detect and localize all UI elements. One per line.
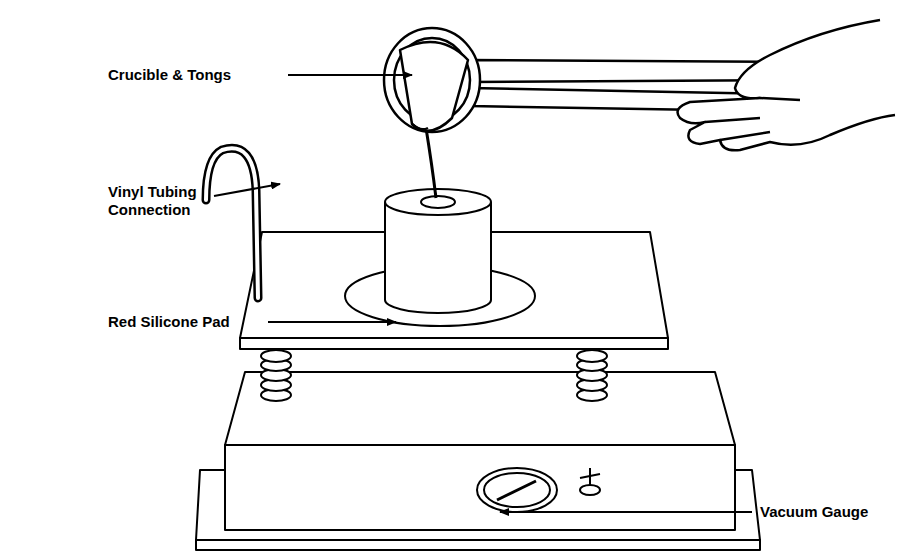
crucible — [400, 42, 468, 131]
vacuum-plate-edge — [240, 338, 668, 349]
flask-top — [385, 189, 491, 215]
crucible-spout — [412, 124, 428, 129]
box-top — [225, 372, 735, 445]
spring-leg — [577, 350, 607, 401]
gauge-needle — [497, 481, 536, 500]
flask-body — [385, 202, 491, 313]
leader-arrow — [268, 321, 396, 323]
flask-opening — [421, 196, 455, 208]
leader-arrow — [288, 74, 412, 76]
part-label: Vinyl Tubing Connection — [108, 183, 220, 219]
metal-stream — [426, 128, 436, 198]
leader-arrow — [500, 511, 752, 513]
valve-lever — [580, 474, 600, 478]
part-label: Red Silicone Pad — [108, 313, 270, 331]
vinyl-tubing — [206, 148, 258, 298]
part-label: Crucible & Tongs — [108, 66, 288, 84]
tong-ring — [384, 28, 480, 132]
vinyl-tubing-outline — [206, 148, 258, 298]
hand — [678, 20, 895, 150]
part-label: Vacuum Gauge — [760, 503, 900, 521]
spring-leg — [261, 350, 291, 401]
gauge-dial — [484, 473, 550, 507]
finger-lines — [705, 98, 800, 140]
base-plate-edge — [196, 540, 760, 550]
vacuum-gauge — [477, 468, 557, 512]
box-front — [225, 445, 735, 530]
leader-arrow — [214, 184, 280, 196]
valve-knob — [580, 485, 600, 495]
